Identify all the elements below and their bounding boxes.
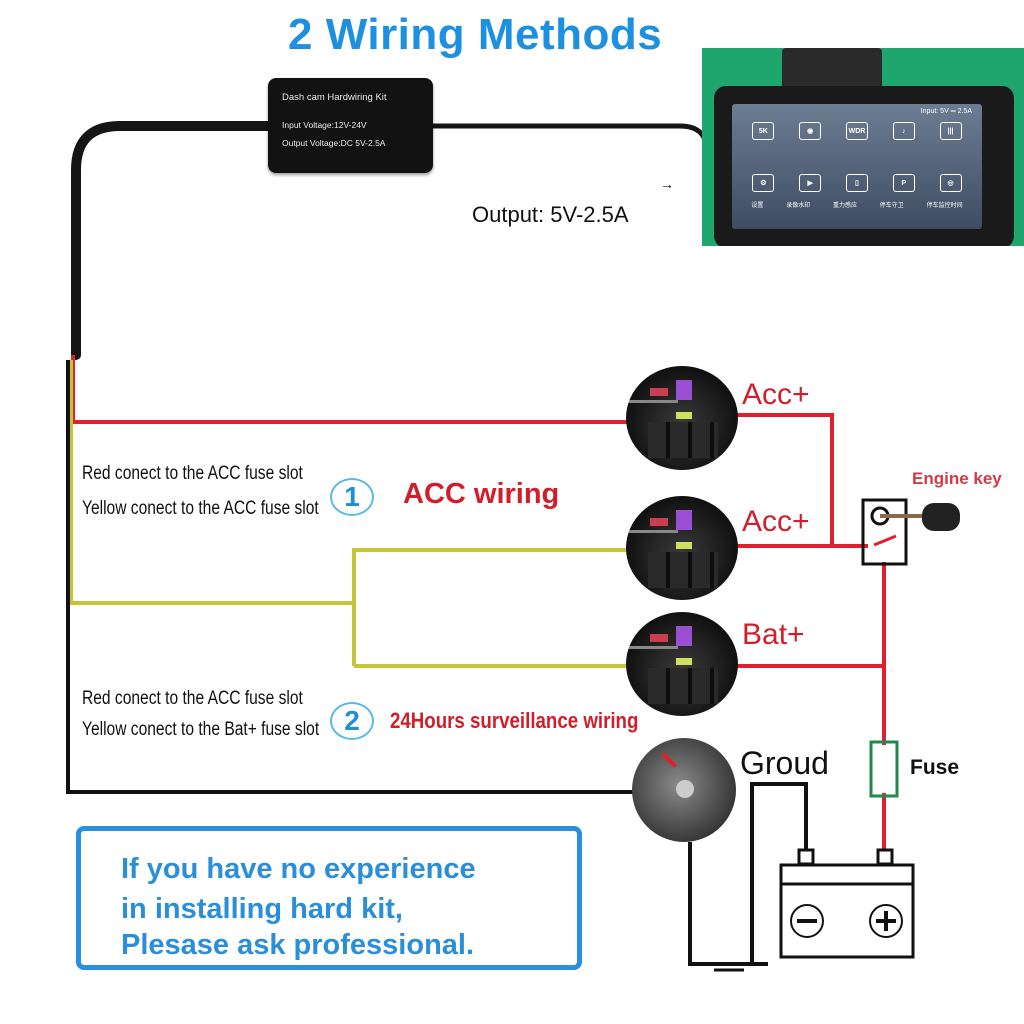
battery-negative-icon <box>790 904 824 938</box>
black-cable-right <box>433 123 708 142</box>
ground-wire-battery <box>750 782 808 964</box>
kit-input-voltage: Input Voltage:12V-24V <box>282 120 367 130</box>
method1-yellow-note: Yellow conect to the ACC fuse slot <box>82 498 319 519</box>
switch-contact <box>873 534 897 547</box>
terminal-label-acc1: Acc+ <box>742 378 810 411</box>
camera-icon: ◉ <box>799 122 822 140</box>
parking-guard-icon: P <box>892 174 915 192</box>
parking-monitor-icon: ◎ <box>939 174 962 192</box>
watermark-icon: ▶ <box>799 174 822 192</box>
dashcam-body: Input: 5V ═ 2.5A 5K ◉ WDR ♪ ||| ⚙ ▶ ▯ P … <box>714 86 1014 246</box>
yellow-wire-branch <box>352 548 630 668</box>
battery-icon <box>779 863 915 959</box>
warning-line-2: in installing hard kit, <box>121 893 403 925</box>
kit-output-voltage: Output Voltage:DC 5V-2.5A <box>282 138 386 148</box>
terminal-label-acc2: Acc+ <box>742 505 810 538</box>
key-icon <box>922 503 960 531</box>
yellow-wire <box>69 360 352 605</box>
terminal-label-bat: Bat+ <box>742 618 805 651</box>
warning-line-3: Plesase ask professional. <box>121 929 475 961</box>
ground-wire-photo <box>688 842 768 966</box>
kit-name: Dash cam Hardwiring Kit <box>282 92 387 103</box>
warning-box: If you have no experience in installing … <box>76 826 582 970</box>
screen-icon-5k: 5K <box>752 122 775 140</box>
dashcam-screen: Input: 5V ═ 2.5A 5K ◉ WDR ♪ ||| ⚙ ▶ ▯ P … <box>732 104 982 229</box>
method2-yellow-note: Yellow conect to the Bat+ fuse slot <box>82 719 320 740</box>
battery-positive-icon <box>869 904 903 938</box>
ground-label: Groud <box>740 745 829 781</box>
page-title: 2 Wiring Methods <box>288 10 663 59</box>
battery-terminal-positive <box>876 848 894 866</box>
fuse-slot-photo-bat <box>626 612 738 716</box>
warning-line-1: If you have no experience <box>121 853 476 885</box>
red-wire-bat-right <box>736 562 886 852</box>
red-wire-acc-right <box>736 413 868 548</box>
black-ground-wire <box>66 360 640 794</box>
screen-label: 停车监控时间 <box>926 203 963 209</box>
battery-terminal-negative <box>797 848 815 866</box>
dashcam-mount <box>782 48 882 90</box>
screen-header: Input: 5V ═ 2.5A <box>920 108 972 115</box>
fuse-slot-photo-acc2 <box>626 496 738 600</box>
method2-label: 24Hours surveillance wiring <box>390 708 639 733</box>
engine-key-label: Engine key <box>912 469 1002 488</box>
barcode-icon: ||| <box>939 122 962 140</box>
screen-label: 录像水印 <box>786 203 811 209</box>
microphone-icon: ♪ <box>892 122 915 140</box>
hardwiring-kit-module: Dash cam Hardwiring Kit Input Voltage:12… <box>268 78 433 173</box>
fuse-slot-photo-acc1 <box>626 366 738 470</box>
ground-bolt-photo <box>632 738 736 842</box>
arrow-right-icon: → <box>660 176 674 192</box>
fuse-icon <box>869 740 899 798</box>
method2-red-note: Red conect to the ACC fuse slot <box>82 688 303 709</box>
settings-icon: ⚙ <box>752 174 775 192</box>
fuse-label: Fuse <box>910 756 960 779</box>
red-arrow-icon <box>661 752 677 768</box>
screen-label: 停车守卫 <box>879 203 904 209</box>
method1-number-badge: 1 <box>330 478 374 516</box>
output-label: Output: 5V-2.5A <box>472 202 629 227</box>
gsensor-icon: ▯ <box>845 174 868 192</box>
method1-label: ACC wiring <box>403 478 560 510</box>
screen-icon-wdr: WDR <box>845 122 868 140</box>
black-cable-left <box>71 121 273 360</box>
method2-number-badge: 2 <box>330 702 374 740</box>
method1-red-note: Red conect to the ACC fuse slot <box>82 463 303 484</box>
dashcam-photo: Input: 5V ═ 2.5A 5K ◉ WDR ♪ ||| ⚙ ▶ ▯ P … <box>702 48 1024 246</box>
ignition-switch <box>861 498 908 566</box>
screen-label: 重力感应 <box>832 203 857 209</box>
screen-label: 设置 <box>751 203 764 209</box>
